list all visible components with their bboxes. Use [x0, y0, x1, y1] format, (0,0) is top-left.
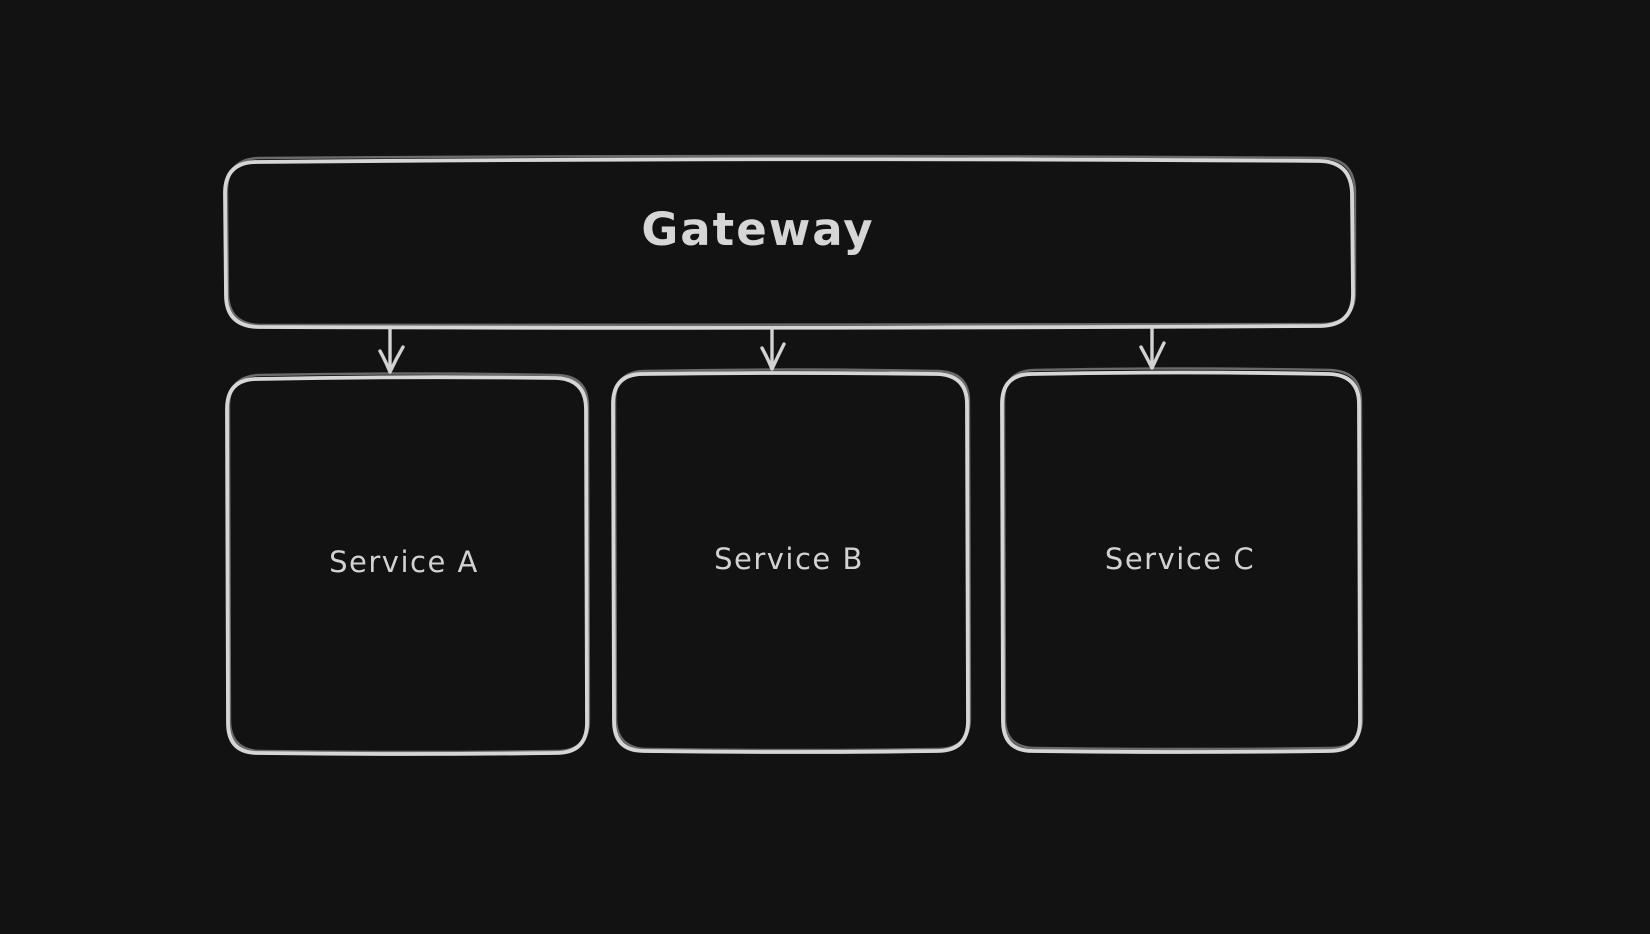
gateway-label: Gateway	[641, 203, 874, 256]
arrow-gateway-to-service-a[interactable]	[378, 328, 405, 374]
arrow-head	[1139, 341, 1166, 370]
gateway-node[interactable]: Gateway	[223, 154, 1357, 330]
arrow-gateway-to-service-c[interactable]	[1139, 325, 1166, 370]
service-b-box-outline	[611, 371, 970, 754]
service-c-label: Service C	[1105, 542, 1255, 576]
arrow-head	[378, 345, 405, 374]
service-a-box-outline	[225, 375, 589, 756]
service-a-label: Service A	[329, 545, 479, 579]
service-c-box-ghost-stroke	[1002, 367, 1364, 751]
arrow-gateway-to-service-b[interactable]	[760, 326, 786, 371]
service-b-box-ghost-stroke	[613, 368, 972, 752]
service-b-label: Service B	[714, 542, 864, 576]
service-a-box-ghost-stroke	[227, 372, 591, 754]
service-c-node[interactable]: Service C	[1000, 367, 1364, 754]
service-c-box-outline	[1000, 370, 1362, 754]
arrow-head	[760, 342, 786, 371]
gateway-box-ghost-stroke	[225, 154, 1357, 327]
service-b-node[interactable]: Service B	[611, 368, 972, 754]
gateway-box-outline	[223, 157, 1355, 330]
service-a-node[interactable]: Service A	[225, 372, 591, 756]
